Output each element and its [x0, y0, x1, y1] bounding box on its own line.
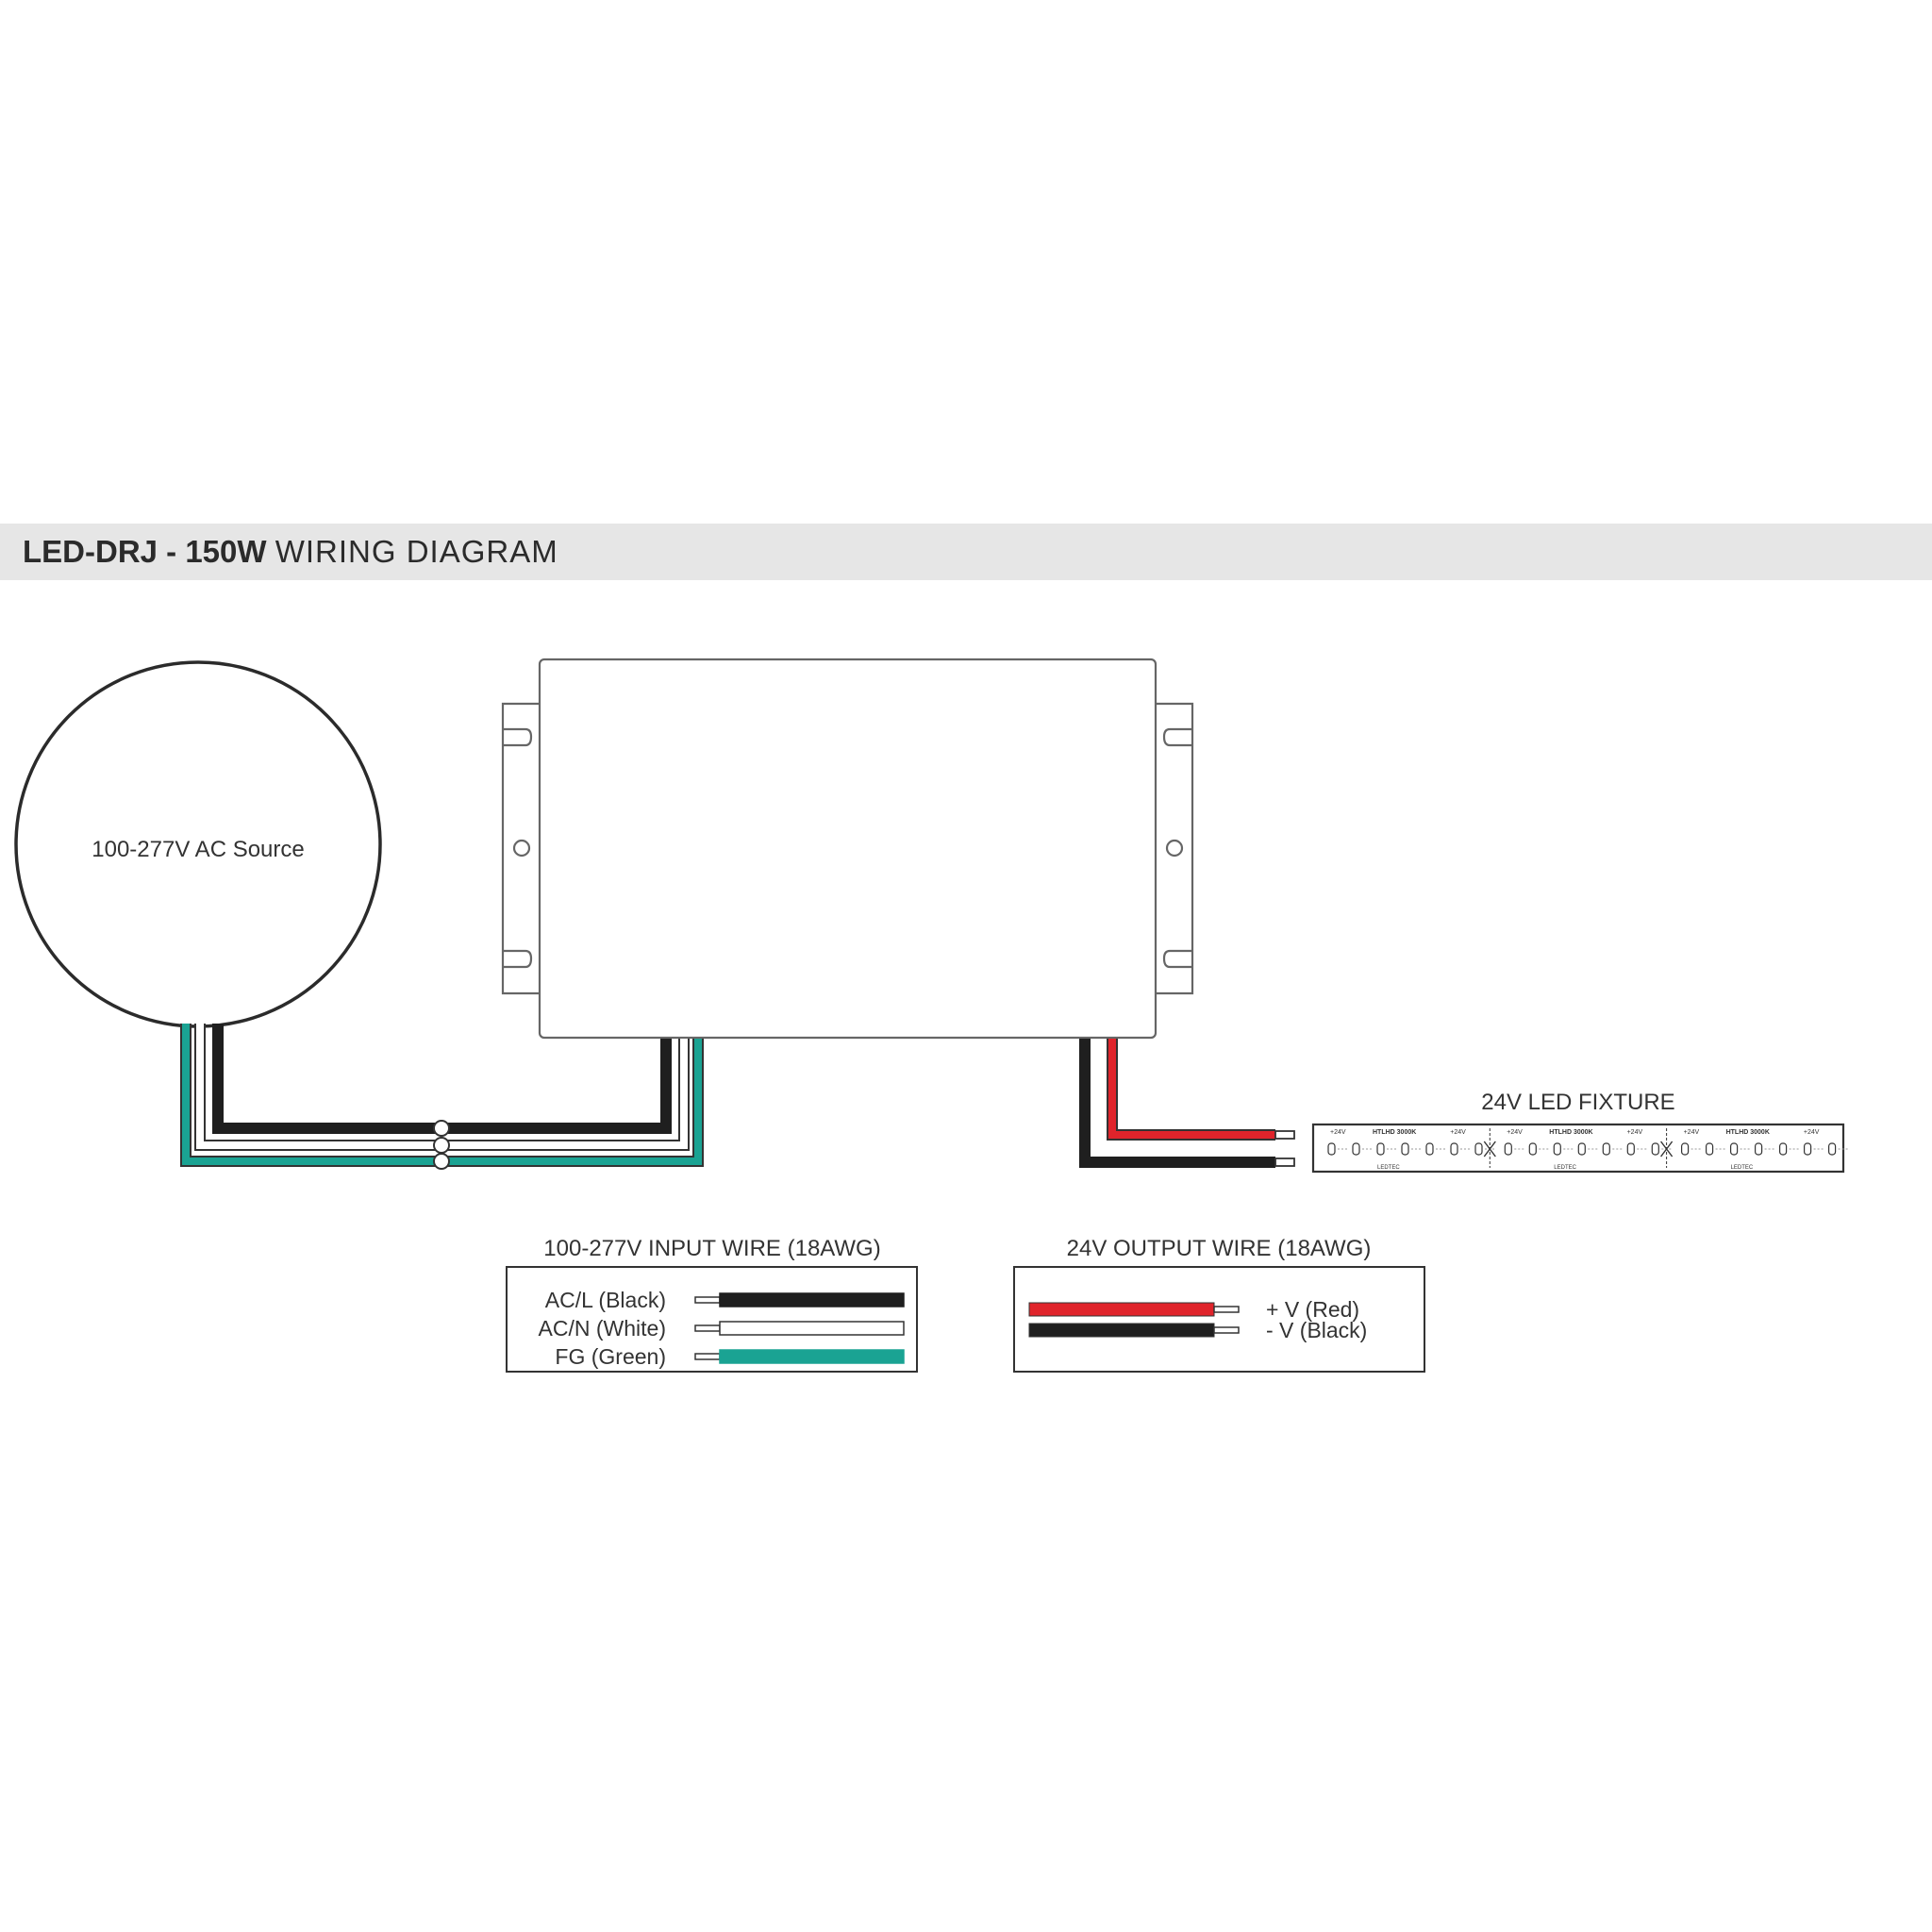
output-legend-box: [1013, 1266, 1425, 1373]
led-chip: [1803, 1142, 1812, 1156]
led-chip: [1705, 1142, 1714, 1156]
driver-body: [538, 658, 1158, 1040]
strip-brand-label: LEDTEC: [1554, 1165, 1576, 1171]
led-chip: [1352, 1142, 1360, 1156]
led-chip: [1504, 1142, 1512, 1156]
led-chip: [1729, 1142, 1739, 1156]
input-legend-wire: [719, 1292, 905, 1307]
ac-source-label: 100-277V AC Source: [92, 837, 304, 862]
product-name: LED-DRJ - 150W: [23, 534, 267, 569]
input-legend-title: 100-277V INPUT WIRE (18AWG): [543, 1236, 880, 1261]
wire-tip: [1213, 1326, 1240, 1334]
led-chip: [1754, 1142, 1763, 1156]
input-wiring: [180, 1024, 704, 1170]
input-legend-label: AC/N (White): [539, 1316, 666, 1341]
header-bar: LED-DRJ - 150W WIRING DIAGRAM: [0, 524, 1932, 580]
red-output-wire: [1107, 1039, 1275, 1141]
strip-voltage-label: +24V: [1330, 1129, 1346, 1136]
input-wire-legend: 100-277V INPUT WIRE (18AWG) AC/L (Black)…: [506, 1236, 918, 1373]
led-chip: [1376, 1142, 1385, 1156]
right-slot-top: [1162, 727, 1192, 747]
led-chip: [1401, 1142, 1409, 1156]
wire-tip: [694, 1324, 721, 1332]
strip-brand-label: LEDTEC: [1731, 1165, 1754, 1171]
strip-voltage-label: +24V: [1804, 1129, 1820, 1136]
led-chip: [1553, 1142, 1561, 1156]
left-mount-hole: [512, 839, 531, 858]
input-legend-wire: [719, 1321, 905, 1336]
page-title: LED-DRJ - 150W WIRING DIAGRAM: [23, 533, 558, 571]
left-slot-bottom: [503, 949, 533, 969]
black-output-wire: [1079, 1039, 1275, 1168]
led-strip-detail: +24V HTLHD 3000K +24V LEDTEC +24V HTLHD 3000K…: [1327, 1128, 1850, 1171]
led-chip: [1425, 1142, 1434, 1156]
led-chip: [1474, 1142, 1483, 1156]
input-legend-wire: [719, 1349, 905, 1364]
fixture-label: 24V LED FIXTURE: [1481, 1090, 1674, 1115]
splice-point-green: [433, 1153, 450, 1170]
led-chip: [1528, 1142, 1537, 1156]
right-mount-hole: [1165, 839, 1184, 858]
led-chip: [1827, 1142, 1837, 1156]
left-slot-top: [503, 727, 533, 747]
input-legend-box: [506, 1266, 918, 1373]
led-chip: [1778, 1142, 1788, 1156]
left-mounting-flange: [501, 702, 540, 995]
led-fixture: 24V LED FIXTURE +24V HTLHD 3000K +24V LEDTE…: [1311, 1090, 1850, 1174]
strip-voltage-label: +24V: [1684, 1129, 1700, 1136]
cut-mark-icon: [1483, 1141, 1496, 1158]
led-driver: [501, 658, 1194, 1040]
strip-voltage-label: +24V: [1627, 1129, 1643, 1136]
strip-brand-label: LEDTEC: [1377, 1165, 1400, 1171]
led-chip: [1577, 1142, 1586, 1156]
wire-tip: [694, 1353, 721, 1360]
output-legend-wire: [1028, 1302, 1215, 1317]
strip-voltage-label: +24V: [1450, 1129, 1466, 1136]
output-legend-title: 24V OUTPUT WIRE (18AWG): [1067, 1236, 1372, 1261]
splice-point-white: [433, 1137, 450, 1154]
led-chip: [1602, 1142, 1610, 1156]
output-legend-wire: [1028, 1323, 1215, 1338]
output-wire-legend: 24V OUTPUT WIRE (18AWG) + V (Red)- V (Bl…: [1013, 1236, 1425, 1373]
diagram-subtitle: WIRING DIAGRAM: [275, 534, 558, 569]
wire-tip: [1213, 1306, 1240, 1313]
red-wire-tip: [1274, 1130, 1295, 1140]
cut-mark-icon: [1660, 1141, 1674, 1158]
led-chip: [1450, 1142, 1458, 1156]
black-wire-tip: [1274, 1158, 1295, 1167]
splice-point-black: [433, 1120, 450, 1137]
led-chip: [1680, 1142, 1690, 1156]
output-legend-label: + V (Red): [1266, 1297, 1359, 1322]
black-input-wire: [212, 1024, 672, 1134]
strip-model-label: HTLHD 3000K: [1549, 1129, 1592, 1136]
input-legend-label: AC/L (Black): [545, 1288, 666, 1312]
wire-tip: [694, 1296, 721, 1304]
led-chip: [1327, 1142, 1336, 1156]
strip-model-label: HTLHD 3000K: [1373, 1129, 1416, 1136]
strip-model-label: HTLHD 3000K: [1726, 1129, 1770, 1136]
output-legend-label: - V (Black): [1266, 1318, 1367, 1342]
output-wiring: [1079, 1039, 1295, 1168]
led-chip: [1651, 1142, 1659, 1156]
led-chip: [1626, 1142, 1635, 1156]
input-legend-label: FG (Green): [555, 1344, 666, 1369]
right-slot-bottom: [1162, 949, 1192, 969]
ac-source: 100-277V AC Source: [14, 660, 382, 1028]
right-mounting-flange: [1156, 702, 1194, 995]
strip-voltage-label: +24V: [1507, 1129, 1523, 1136]
